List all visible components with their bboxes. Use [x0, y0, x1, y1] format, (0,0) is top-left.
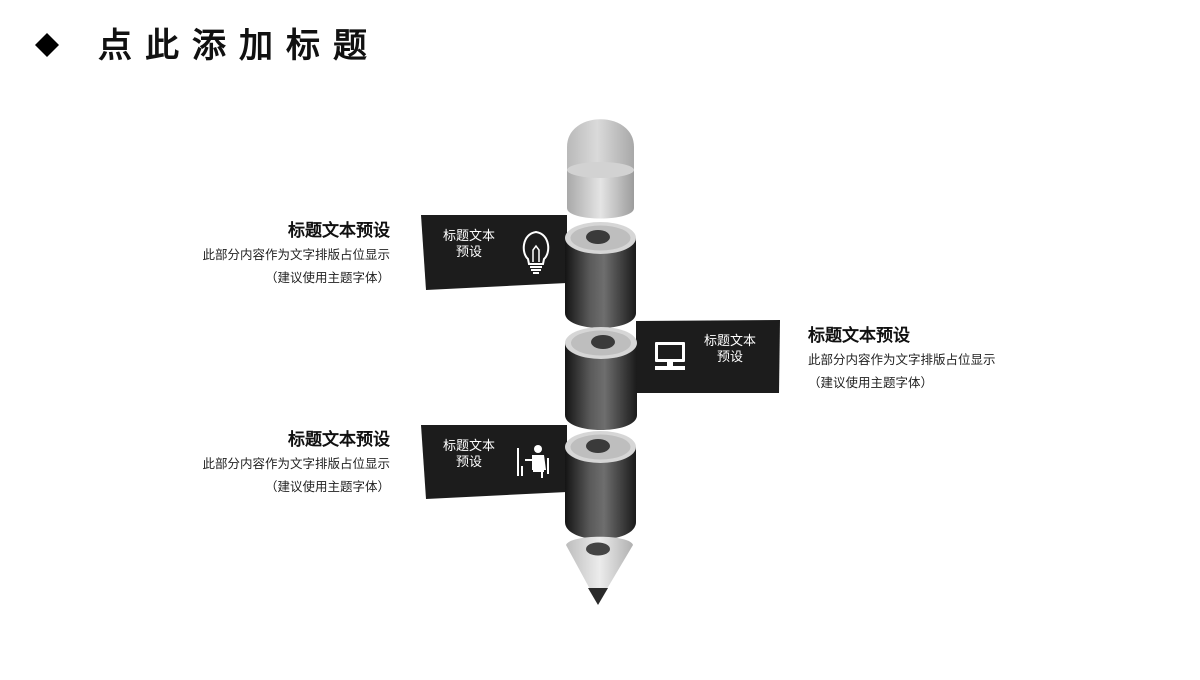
item-1-description: 标题文本预设 此部分内容作为文字排版占位显示 （建议使用主题字体） [150, 219, 390, 289]
banner-2-shape [636, 320, 780, 393]
item-1-desc-line2: （建议使用主题字体） [264, 270, 390, 285]
item-2-title: 标题文本预设 [808, 326, 910, 346]
lightbulb-icon [522, 230, 550, 274]
banner-3-shape [421, 425, 567, 499]
banner-3-label-line2: 预设 [455, 455, 482, 470]
banner-3-label: 标题文本 预设 [429, 439, 509, 471]
person-at-desk-icon [517, 445, 549, 478]
item-3-description: 标题文本预设 此部分内容作为文字排版占位显示 （建议使用主题字体） [150, 428, 390, 498]
pencil-segment-1 [565, 222, 636, 328]
item-3-title: 标题文本预设 [288, 430, 390, 450]
item-1-desc-line1: 此部分内容作为文字排版占位显示 [202, 247, 390, 262]
computer-icon [655, 342, 685, 370]
pencil-eraser [567, 119, 634, 219]
banner-1-label: 标题文本 预设 [429, 229, 509, 261]
item-2-desc-line2: （建议使用主题字体） [808, 375, 934, 390]
item-2-description: 标题文本预设 此部分内容作为文字排版占位显示 （建议使用主题字体） [808, 324, 1048, 394]
banner-2-label: 标题文本 预设 [690, 334, 770, 366]
diamond-bullet-icon [35, 33, 59, 57]
pencil-tip [566, 536, 633, 605]
item-3-desc-line1: 此部分内容作为文字排版占位显示 [202, 456, 390, 471]
banner-1-label-line2: 预设 [455, 245, 482, 260]
banner-3-label-line1: 标题文本 [442, 439, 495, 454]
item-2-desc-line1: 此部分内容作为文字排版占位显示 [808, 352, 996, 367]
item-3-desc-line2: （建议使用主题字体） [264, 479, 390, 494]
banner-2-label-line1: 标题文本 [703, 334, 756, 349]
slide-title: 点此添加标题 [98, 26, 380, 66]
banner-2-label-line2: 预设 [716, 350, 743, 365]
banner-1-label-line1: 标题文本 [442, 229, 495, 244]
item-1-title: 标题文本预设 [288, 221, 390, 241]
pencil-segment-2 [565, 327, 637, 430]
pencil-segment-3 [565, 431, 636, 540]
